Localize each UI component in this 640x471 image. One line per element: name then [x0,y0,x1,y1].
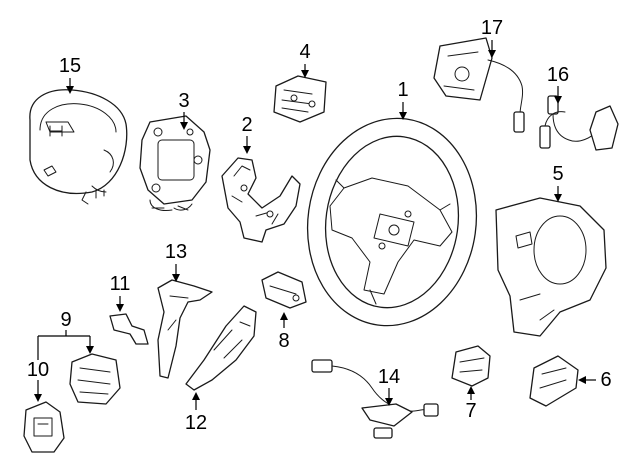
callout-3: 3 [178,90,189,112]
callout-13: 13 [165,241,187,263]
callout-5: 5 [552,163,563,185]
part-8-switch [261,271,307,309]
leader-lines [34,40,596,410]
callout-6: 6 [600,369,611,391]
part-5-column-cover [495,197,607,337]
part-16-harness [539,95,619,151]
part-10-bezel [23,401,65,453]
part-11-clip [109,313,149,345]
callout-1: 1 [397,79,408,101]
part-9-switch-assembly [69,353,121,405]
callout-14: 14 [378,366,400,388]
callout-15: 15 [59,55,81,77]
part-4-switch-module [273,75,327,123]
callout-7: 7 [465,400,476,422]
callout-numbers: 15 3 4 2 1 17 16 5 13 11 8 9 10 12 14 7 … [27,17,612,434]
callout-17: 17 [481,17,503,39]
callout-4: 4 [299,41,310,63]
part-13-lower-cover [157,279,213,379]
part-12-trim-cover [185,305,257,391]
callout-8: 8 [278,330,289,352]
callout-16: 16 [547,64,569,86]
callout-9: 9 [60,309,71,331]
callout-11: 11 [110,273,131,295]
part-3-housing [139,115,211,211]
part-17-switch-cable [433,37,525,133]
callout-10: 10 [27,359,49,381]
part-7-switch [451,345,491,387]
callout-2: 2 [241,114,252,136]
part-2-bracket [221,157,301,243]
part-6-switch [529,355,579,407]
part-15-airbag-module [29,89,128,205]
part-1-steering-wheel [306,117,478,327]
part-14-harness [311,359,439,439]
callout-12: 12 [185,412,207,434]
